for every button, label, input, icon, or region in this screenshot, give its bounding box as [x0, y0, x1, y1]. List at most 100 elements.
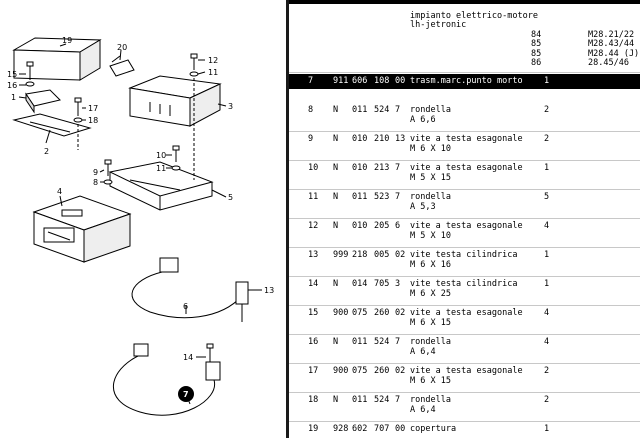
- cell-p3: 260: [374, 366, 390, 376]
- cell-qty: 2: [544, 366, 550, 376]
- callout-11: 11: [208, 68, 218, 77]
- cell-qty: 4: [544, 221, 550, 231]
- model-85a: M28.43/44: [588, 39, 635, 49]
- top-rule: [289, 0, 640, 4]
- cell-p3: 005: [374, 250, 390, 260]
- cell-qty: 4: [544, 337, 550, 347]
- cell-desc: rondella: [410, 105, 451, 115]
- model-85b: M28.44 (J): [588, 49, 640, 59]
- cell-qty: 1: [544, 76, 550, 86]
- cell-p1: N: [333, 337, 339, 347]
- cell-p2: 011: [352, 395, 368, 405]
- cell-p2: 218: [352, 250, 368, 260]
- cell-p3: 524: [374, 337, 390, 347]
- cell-desc: vite a testa esagonale: [410, 366, 523, 376]
- cell-desc2: M 6 X 10: [410, 144, 451, 154]
- parts-list-panel: impianto elettrico-motore lh-jetronic 84…: [289, 0, 640, 438]
- cell-desc2: A 6,4: [410, 405, 436, 415]
- cell-p3: 210: [374, 134, 390, 144]
- cell-p3: 707: [374, 424, 390, 434]
- callout-17: 17: [88, 104, 98, 113]
- cell-desc: vite testa cilindrica: [410, 279, 518, 289]
- cell-p2: 011: [352, 105, 368, 115]
- tdc-sensor-part[interactable]: [112, 343, 221, 416]
- row-separator: [289, 218, 640, 219]
- cell-desc2: M 6 X 15: [410, 318, 451, 328]
- cell-pos: 7: [308, 76, 314, 86]
- cell-qty: 2: [544, 134, 550, 144]
- cell-p4: 7: [395, 192, 401, 202]
- cell-desc: vite a testa esagonale: [410, 163, 523, 173]
- model-86: 28.45/46: [588, 58, 629, 68]
- cell-pos: 14: [308, 279, 319, 289]
- cell-p4: 7: [395, 105, 401, 115]
- cell-desc2: M 5 X 15: [410, 173, 451, 183]
- sensor-cable-part[interactable]: [131, 257, 262, 322]
- cell-desc: rondella: [410, 192, 451, 202]
- year-86: 86: [531, 58, 542, 68]
- cell-desc2: M 5 X 10: [410, 231, 451, 241]
- cell-p1: 900: [333, 308, 349, 318]
- row-separator: [289, 421, 640, 422]
- callout-10: 10: [156, 151, 166, 160]
- section-subtitle: lh-jetronic: [410, 20, 467, 30]
- clip-part[interactable]: [109, 55, 135, 77]
- cell-desc: trasm.marc.punto morto: [410, 76, 523, 86]
- cover-part[interactable]: [12, 37, 102, 81]
- cell-desc: vite a testa esagonale: [410, 221, 523, 231]
- row-separator: [289, 363, 640, 364]
- cell-p1: N: [333, 134, 339, 144]
- cell-p3: 108: [374, 76, 390, 86]
- cell-pos: 19: [308, 424, 319, 434]
- callout-13: 13: [264, 286, 274, 295]
- row-separator: [289, 189, 640, 190]
- year-85a: 85: [531, 39, 542, 49]
- cell-desc2: M 6 X 15: [410, 376, 451, 386]
- pane-divider[interactable]: [286, 0, 289, 438]
- cell-desc: rondella: [410, 337, 451, 347]
- callout-5: 5: [228, 193, 233, 202]
- callout-8: 8: [93, 178, 98, 187]
- model-84: M28.21/22: [588, 30, 635, 40]
- row-separator: [289, 160, 640, 161]
- selected-callout-marker[interactable]: [178, 386, 194, 402]
- callout-7: 7: [183, 390, 189, 399]
- cell-p3: 524: [374, 395, 390, 405]
- row-separator: [289, 131, 640, 132]
- cell-pos: 12: [308, 221, 319, 231]
- cell-qty: 2: [544, 395, 550, 405]
- callout-16: 16: [7, 81, 17, 90]
- cell-p1: 999: [333, 250, 349, 260]
- cell-p2: 014: [352, 279, 368, 289]
- cell-p4: 3: [395, 279, 401, 289]
- cell-pos: 15: [308, 308, 319, 318]
- callout-9: 9: [93, 168, 98, 177]
- cell-pos: 11: [308, 192, 319, 202]
- cell-pos: 17: [308, 366, 319, 376]
- cell-p4: 02: [395, 250, 406, 260]
- cell-p1: 911: [333, 76, 349, 86]
- cell-qty: 1: [544, 250, 550, 260]
- callout-12: 12: [208, 56, 218, 65]
- ecu-module-part[interactable]: [32, 195, 132, 263]
- cell-qty: 1: [544, 163, 550, 173]
- control-unit-box-part[interactable]: [128, 75, 222, 127]
- cell-desc: copertura: [410, 424, 457, 434]
- cell-p4: 00: [395, 76, 406, 86]
- cell-pos: 18: [308, 395, 319, 405]
- cell-qty: 1: [544, 279, 550, 289]
- row-separator: [289, 392, 640, 393]
